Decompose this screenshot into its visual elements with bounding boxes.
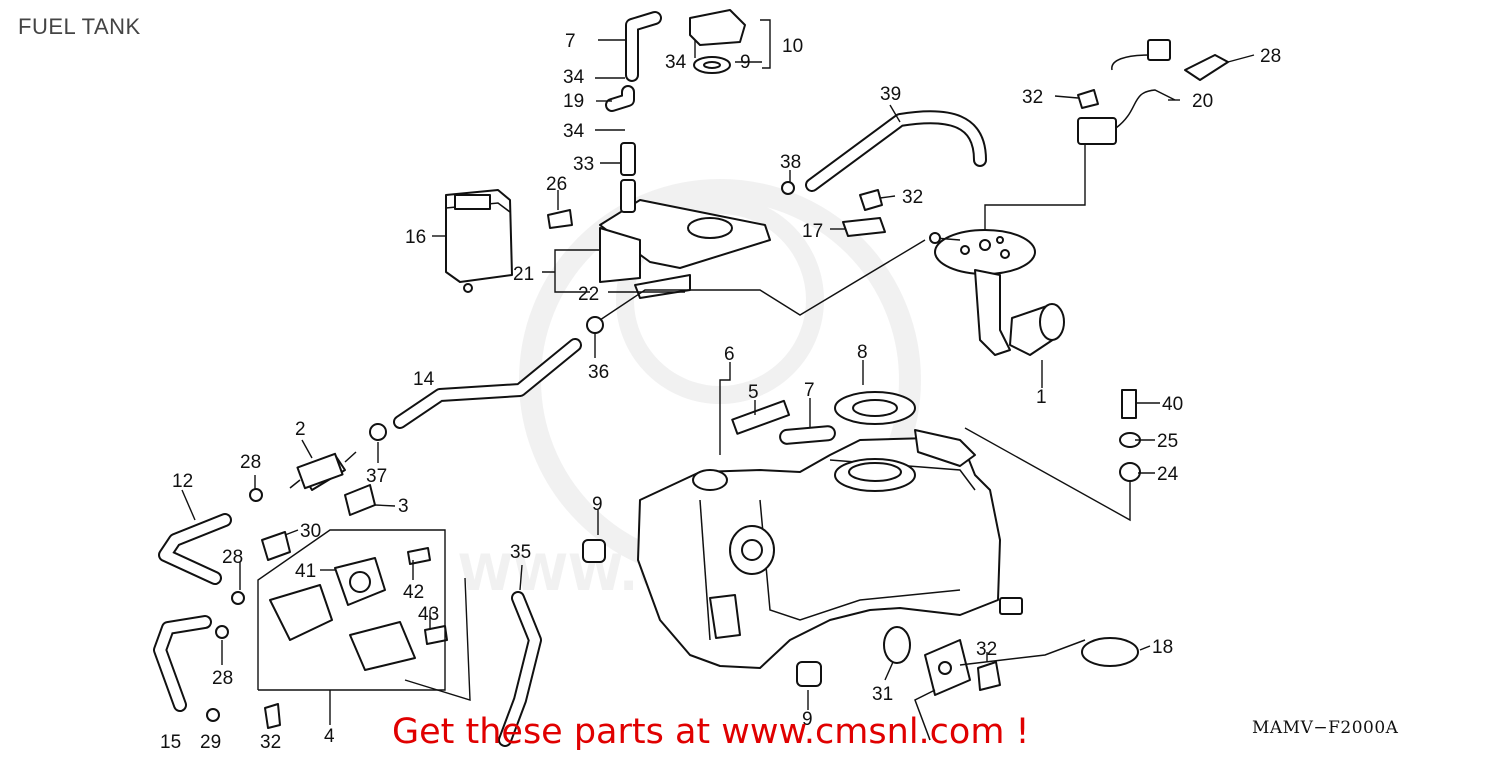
fuel-hose xyxy=(393,338,582,429)
callout-12: 9 xyxy=(740,52,751,73)
callout-34c: 34 xyxy=(563,121,585,142)
callout-36: 36 xyxy=(588,362,609,383)
callout-14: 14 xyxy=(413,369,435,390)
callout-9a: 9 xyxy=(592,494,603,515)
callout-32b: 32 xyxy=(1022,87,1043,108)
lower-hoses xyxy=(153,513,542,747)
callout-9b: 9 xyxy=(802,709,813,730)
callout-10: 10 xyxy=(782,36,803,57)
callout-35: 35 xyxy=(510,542,531,563)
callout-29: 31 xyxy=(872,684,893,705)
promo-banner[interactable]: Get these parts at www.cmsnl.com ! xyxy=(392,712,1030,752)
drawing-code: MAMV−F2000A xyxy=(1252,718,1399,738)
fuel-tank xyxy=(637,429,1001,669)
fuel-gauge-sender xyxy=(914,597,1139,741)
fuel-pump xyxy=(929,229,1065,356)
callout-19: 19 xyxy=(563,91,584,112)
callout-32c: 32 xyxy=(976,639,997,660)
callout-40: 40 xyxy=(1162,394,1183,415)
canister xyxy=(445,189,513,293)
callout-39: 39 xyxy=(880,84,901,105)
breather-hose xyxy=(805,110,987,192)
small-parts xyxy=(206,89,1141,729)
callout-42: 42 xyxy=(403,582,424,603)
callout-30: 30 xyxy=(300,521,321,542)
callout-7: 7 xyxy=(804,380,815,401)
callout-21: 21 xyxy=(513,264,534,285)
callout-15: 15 xyxy=(160,732,181,753)
callout-17: 17 xyxy=(802,221,823,242)
callout-33: 33 xyxy=(573,154,594,175)
callout-18: 18 xyxy=(1152,637,1173,658)
leader-lines xyxy=(181,19,1255,725)
callout-34a: 34 xyxy=(665,52,687,73)
top-hoses xyxy=(605,9,746,213)
callout-28b: 28 xyxy=(212,668,233,689)
callout-20: 20 xyxy=(1192,91,1213,112)
fuel-valve-assembly xyxy=(269,557,416,671)
callout-43: 43 xyxy=(418,604,439,625)
callout-27: 28 xyxy=(222,547,243,568)
callout-34b: 34 xyxy=(563,67,585,88)
callout-6: 6 xyxy=(724,344,735,365)
callout-4: 4 xyxy=(324,726,335,747)
callout-37: 37 xyxy=(366,466,387,487)
callout-38: 38 xyxy=(780,152,801,173)
page-title: FUEL TANK xyxy=(18,14,141,39)
callout-22: 22 xyxy=(578,284,599,305)
callout-13: 12 xyxy=(172,471,193,492)
callout-26: 28 xyxy=(1260,46,1281,67)
callout-41: 41 xyxy=(295,561,316,582)
fuel-filter xyxy=(289,451,357,491)
callout-numbers: 7 34 9 10 34 19 34 33 26 16 21 22 36 38 … xyxy=(160,31,1281,753)
callout-28a: 28 xyxy=(240,452,261,473)
callout-11: 7 xyxy=(565,31,576,52)
callout-25: 26 xyxy=(546,174,567,195)
callout-24: 25 xyxy=(1157,431,1178,452)
callout-23: 24 xyxy=(1157,464,1179,485)
callout-2: 2 xyxy=(295,419,306,440)
callout-32a: 32 xyxy=(902,187,923,208)
callout-5: 5 xyxy=(748,382,759,403)
callout-16: 16 xyxy=(405,227,426,248)
callout-8: 8 xyxy=(857,342,868,363)
callout-1: 1 xyxy=(1036,387,1047,408)
sub-harness xyxy=(1077,39,1229,145)
callout-31: 32 xyxy=(260,732,281,753)
callout-28c: 29 xyxy=(200,732,221,753)
callout-3: 3 xyxy=(398,496,409,517)
